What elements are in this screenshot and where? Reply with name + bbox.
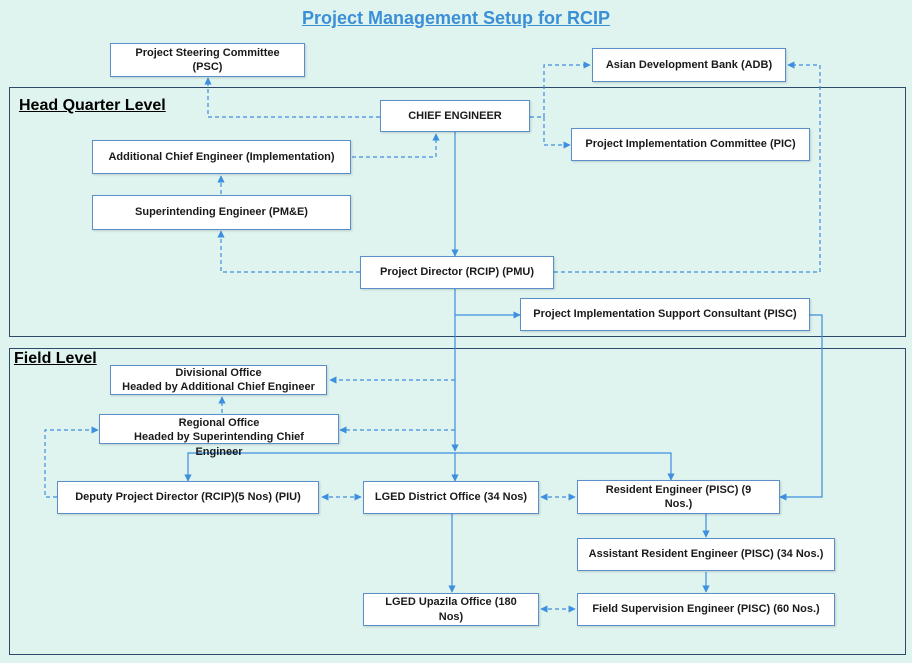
divisional-office-box: Divisional Office Headed by Additional C… — [110, 365, 327, 395]
hq-level-section — [9, 87, 906, 337]
upazila-office-box: LGED Upazila Office (180 Nos) — [363, 593, 539, 626]
chief-engineer-box: CHIEF ENGINEER — [380, 100, 530, 132]
se-box: Superintending Engineer (PM&E) — [92, 195, 351, 230]
pic-box: Project Implementation Committee (PIC) — [571, 128, 810, 161]
link-branch-dpd — [184, 452, 455, 482]
link-dpd-to-regional — [44, 426, 99, 498]
link-ce-to-psc — [204, 77, 380, 118]
ace-box: Additional Chief Engineer (Implementatio… — [92, 140, 351, 174]
link-pisc-to-resident — [779, 314, 823, 501]
field-supervision-box: Field Supervision Engineer (PISC) (60 No… — [577, 593, 835, 626]
link-branch-resident — [455, 452, 675, 481]
regional-office-box: Regional Office Headed by Superintending… — [99, 414, 339, 458]
field-level-section — [9, 348, 906, 655]
pd-box: Project Director (RCIP) (PMU) — [360, 256, 554, 289]
adb-box: Asian Development Bank (ADB) — [592, 48, 786, 82]
district-office-box: LGED District Office (34 Nos) — [363, 481, 539, 514]
psc-box: Project Steering Committee (PSC) — [110, 43, 305, 77]
link-ce-to-adb — [530, 61, 591, 118]
dpd-box: Deputy Project Director (RCIP)(5 Nos) (P… — [57, 481, 319, 514]
link-pd-to-se — [217, 230, 360, 273]
assistant-resident-box: Assistant Resident Engineer (PISC) (34 N… — [577, 538, 835, 571]
link-ace-to-ce — [352, 133, 440, 158]
diagram-title: Project Management Setup for RCIP — [301, 8, 611, 28]
link-pd-to-adb — [554, 61, 821, 273]
pisc-box: Project Implementation Support Consultan… — [520, 298, 810, 331]
hq-level-label: Head Quarter Level — [19, 97, 166, 114]
link-ce-to-pic — [543, 117, 571, 149]
resident-engineer-box: Resident Engineer (PISC) (9 Nos.) — [577, 480, 780, 514]
field-level-label: Field Level — [14, 350, 97, 367]
